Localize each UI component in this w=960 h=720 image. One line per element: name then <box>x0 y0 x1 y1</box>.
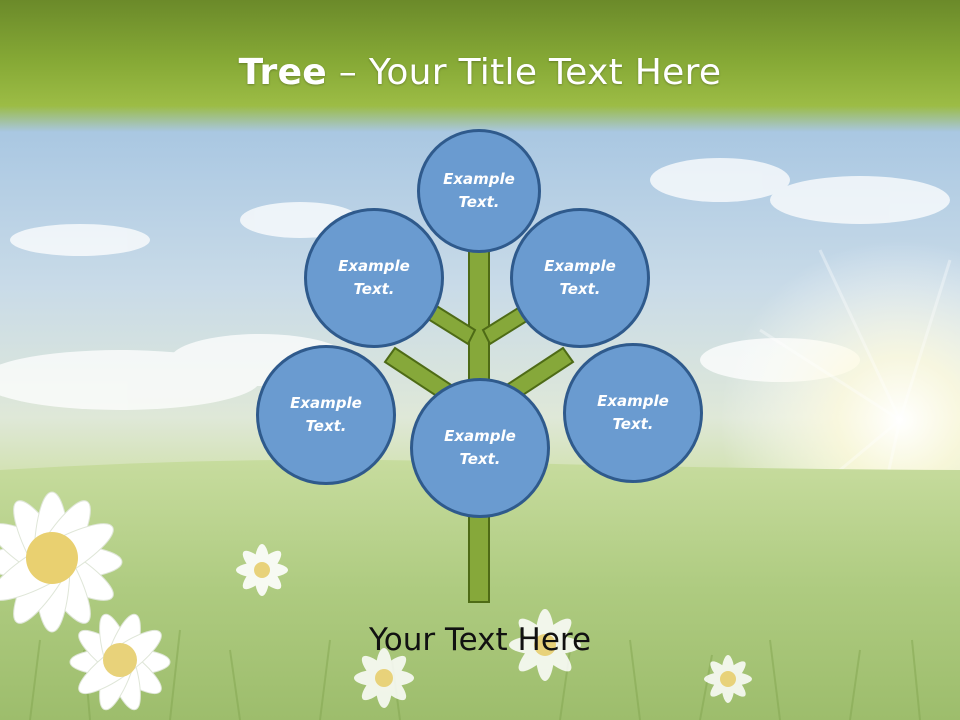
daisy-center <box>509 609 581 681</box>
title-band <box>0 0 960 132</box>
title-bold: Tree <box>238 52 328 93</box>
title-rest: – Your Title Text Here <box>327 52 722 93</box>
daisy-bottom-left <box>69 613 171 711</box>
daisy-right <box>704 655 752 703</box>
node-top[interactable]: Example Text. <box>417 129 541 253</box>
node-center[interactable]: Example Text. <box>410 378 550 518</box>
daisy-mid-left <box>354 648 414 708</box>
node-upper-left[interactable]: Example Text. <box>304 208 444 348</box>
footer-text: Your Text Here <box>368 622 592 658</box>
node-lower-left[interactable]: Example Text. <box>256 345 396 485</box>
node-lower-right[interactable]: Example Text. <box>563 343 703 483</box>
daisy-small <box>236 544 288 596</box>
daisy-large <box>0 491 123 633</box>
node-upper-right[interactable]: Example Text. <box>510 208 650 348</box>
slide-title: Tree – Your Title Text Here <box>0 52 960 93</box>
